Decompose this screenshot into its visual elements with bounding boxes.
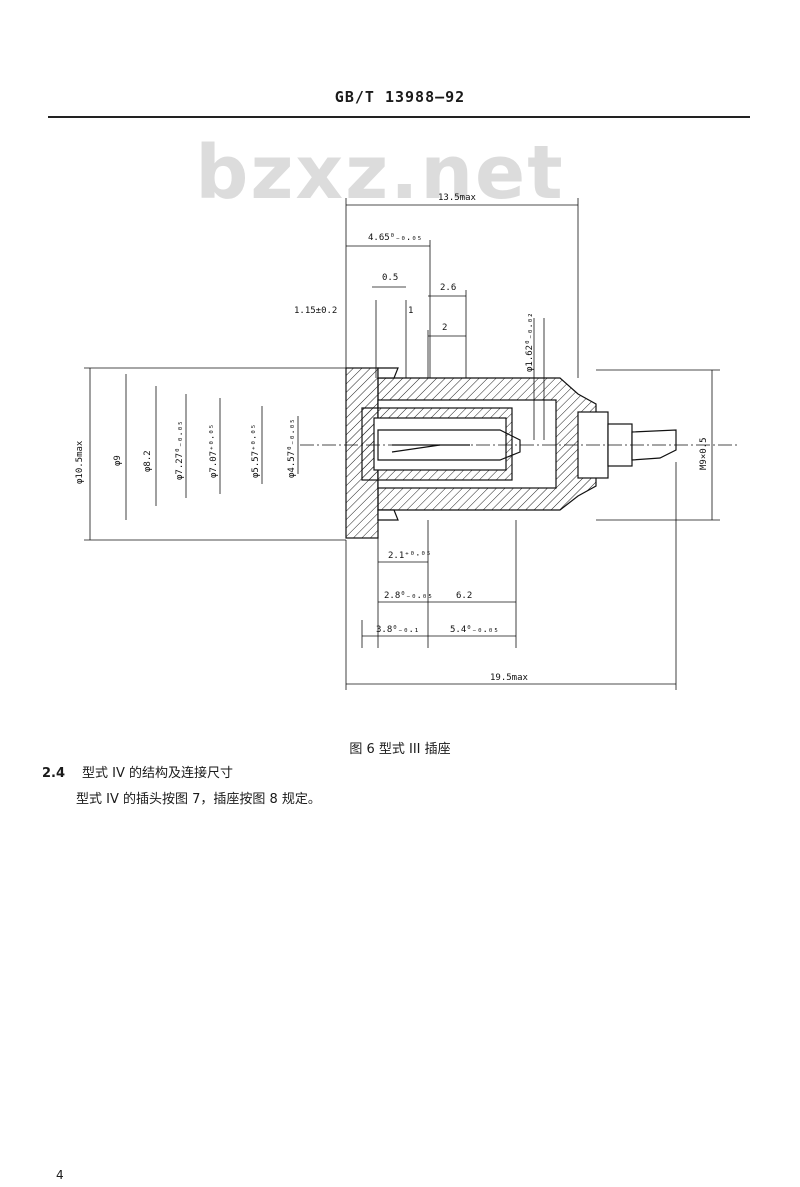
section-title: 型式 IV 的结构及连接尺寸: [82, 766, 233, 781]
header-rule: [48, 116, 750, 118]
section-heading: 2.4 型式 IV 的结构及连接尺寸: [42, 762, 233, 781]
technical-drawing: 13.5max 4.65⁰₋₀.₀₅ 0.5 2.6 1.15±0.2 1 2 …: [75, 193, 740, 690]
dim-phi-8-2: φ8.2: [143, 450, 153, 472]
watermark: bzxz.net: [195, 130, 565, 216]
section-body: 型式 IV 的插头按图 7，插座按图 8 规定。: [76, 792, 321, 807]
dimension-labels: 13.5max 4.65⁰₋₀.₀₅ 0.5 2.6 1.15±0.2 1 2 …: [75, 193, 709, 683]
dim-phi-4-57: φ4.57⁰₋₀.₀₅: [287, 418, 297, 478]
dim-0-5: 0.5: [382, 273, 398, 283]
dim-1-15: 1.15±0.2: [294, 306, 337, 316]
dim-13-5max: 13.5max: [438, 193, 477, 203]
dim-phi-5-57: φ5.57⁺⁰·⁰⁵: [251, 424, 261, 478]
dim-2-6: 2.6: [440, 283, 456, 293]
dim-phi-10-5max: φ10.5max: [75, 440, 85, 484]
dim-phi-7-27: φ7.27⁰₋₀.₀₅: [175, 420, 185, 480]
section-number: 2.4: [42, 766, 66, 781]
dim-1: 1: [408, 306, 413, 316]
page-number: 4: [56, 1168, 64, 1182]
figure-caption: 图 6 型式 III 插座: [349, 742, 451, 757]
dim-6-2: 6.2: [456, 591, 472, 601]
dim-2-1: 2.1⁺⁰·⁰⁵: [388, 551, 431, 561]
dimension-lines: [84, 198, 720, 690]
dim-2: 2: [442, 323, 447, 333]
dim-3-8: 3.8⁰₋₀.₁: [376, 625, 419, 635]
dim-phi-1-62: φ1.62⁰₋₀.₀₂: [525, 312, 535, 372]
dim-5-4: 5.4⁰₋₀.₀₅: [450, 625, 499, 635]
dim-m9: M9×0.5: [699, 437, 709, 470]
dim-phi-9: φ9: [113, 455, 123, 466]
document-header: GB/T 13988—92: [334, 88, 466, 106]
dim-19-5max: 19.5max: [490, 673, 529, 683]
dim-2-8: 2.8⁰₋₀.₀₅: [384, 591, 433, 601]
dim-4-65: 4.65⁰₋₀.₀₅: [368, 233, 422, 243]
dim-phi-7-07: φ7.07⁺⁰·⁰⁵: [209, 424, 219, 478]
connector-body: [300, 367, 740, 539]
